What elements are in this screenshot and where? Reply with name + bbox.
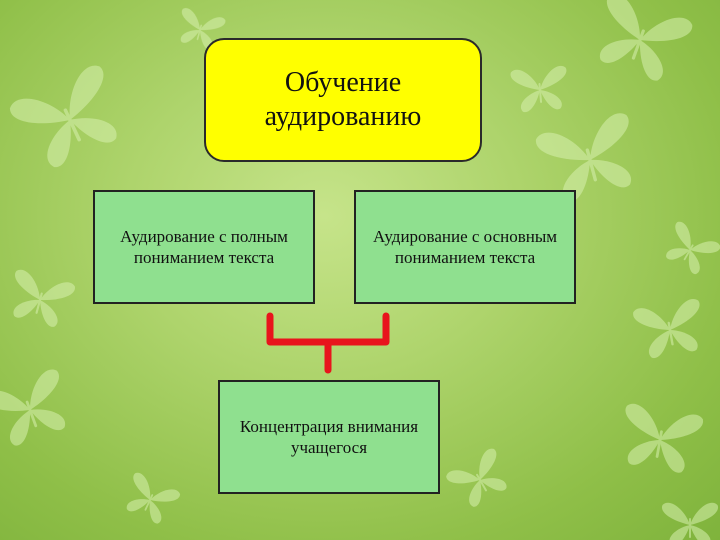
node-concentration: Концентрация внимания учащегося bbox=[218, 380, 440, 494]
node-full-understanding: Аудирование с полным пониманием текста bbox=[93, 190, 315, 304]
node-main-understanding-label: Аудирование с основным пониманием текста bbox=[372, 226, 558, 267]
node-main-understanding: Аудирование с основным пониманием текста bbox=[354, 190, 576, 304]
title-node-label: Обучение аудированию bbox=[264, 67, 422, 132]
brace-connector bbox=[266, 312, 390, 374]
title-node: Обучение аудированию bbox=[204, 38, 482, 162]
node-concentration-label: Концентрация внимания учащегося bbox=[239, 416, 419, 457]
node-full-understanding-label: Аудирование с полным пониманием текста bbox=[120, 226, 288, 267]
